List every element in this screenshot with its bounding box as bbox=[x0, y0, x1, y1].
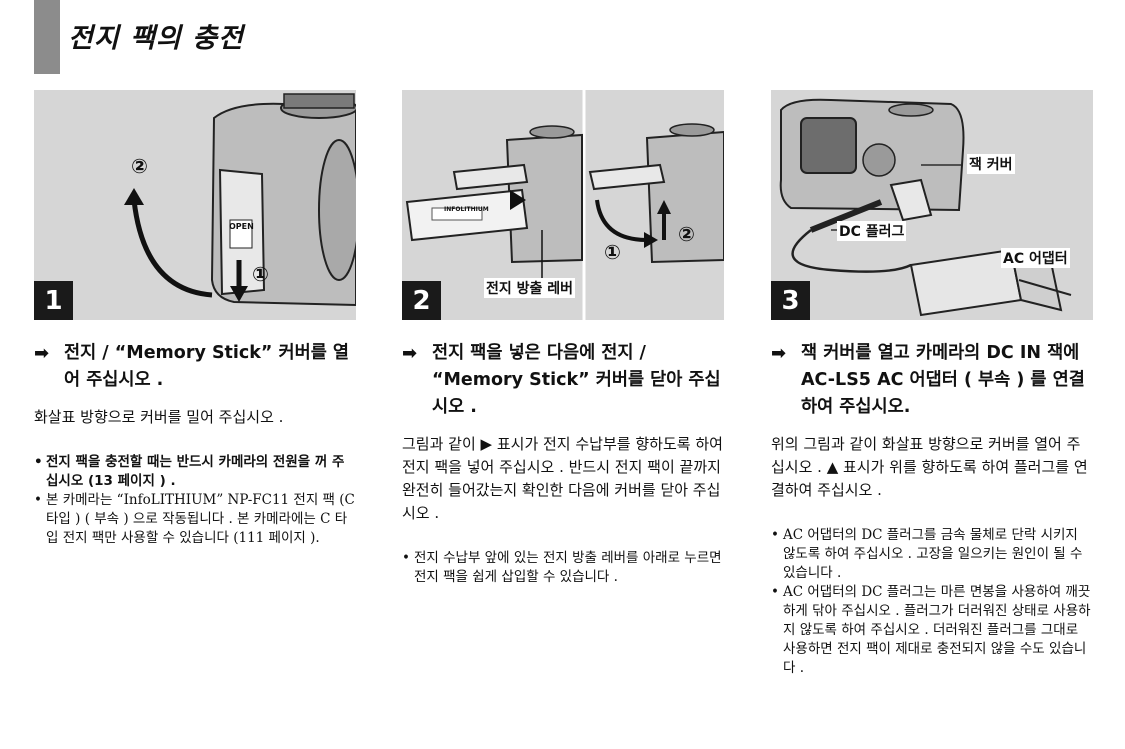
circled-1-marker: ① bbox=[604, 240, 621, 264]
ac-adapter-label: AC 어댑터 bbox=[1001, 248, 1070, 268]
step-heading-text: 잭 커버를 열고 카메라의 DC IN 잭에 AC-LS5 AC 어댑터 ( 부… bbox=[801, 343, 1085, 417]
step-number-badge: 1 bbox=[34, 281, 73, 320]
open-label: OPEN bbox=[229, 222, 254, 231]
step-3-body: 위의 그림과 같이 화살표 방향으로 커버를 열어 주십시오 . ▲ 표시가 위… bbox=[771, 435, 1088, 499]
step-3-illustration: 잭 커버 DC 플러그 AC 어댑터 3 bbox=[771, 90, 1093, 320]
step-3-notes: •AC 어댑터의 DC 플러그를 금속 물체로 단락 시키지 않도록 하여 주십… bbox=[771, 526, 1093, 678]
page-title: 전지 팩의 충전 bbox=[68, 23, 244, 54]
note-item: •전지 수납부 앞에 있는 전지 방출 레버를 아래로 누르면 전지 팩을 쉽게… bbox=[402, 550, 722, 585]
circled-1-marker: ① bbox=[252, 262, 269, 286]
arrow-right-icon: ➡ bbox=[34, 343, 50, 364]
step-2-notes: •전지 수납부 앞에 있는 전지 방출 레버를 아래로 누르면 전지 팩을 쉽게… bbox=[402, 549, 724, 587]
step-2-body: 그림과 같이 ▶ 표시가 전지 수납부를 향하도록 하여 전지 팩을 넣어 주십… bbox=[402, 435, 723, 522]
step-2-column: ① ② INFOLITHIUM 전지 방출 레버 2 ➡ 전지 팩을 넣은 다음… bbox=[402, 90, 724, 587]
note-item: •AC 어댑터의 DC 플러그를 금속 물체로 단락 시키지 않도록 하여 주십… bbox=[771, 527, 1083, 581]
arrow-right-icon: ➡ bbox=[771, 343, 787, 364]
battery-release-lever-label: 전지 방출 레버 bbox=[484, 278, 576, 298]
dc-plug-label: DC 플러그 bbox=[837, 221, 907, 241]
step-2-illustration: ① ② INFOLITHIUM 전지 방출 레버 2 bbox=[402, 90, 724, 320]
step-heading-text: 전지 / “Memory Stick” 커버를 열어 주십시오 . bbox=[64, 343, 350, 390]
step-heading-text: 전지 팩을 넣은 다음에 전지 / “Memory Stick” 커버를 닫아 … bbox=[432, 343, 721, 417]
step-number-badge: 2 bbox=[402, 281, 441, 320]
note-item: •AC 어댑터의 DC 플러그는 마른 면봉을 사용하여 깨끗하게 닦아 주십시… bbox=[771, 584, 1091, 676]
ac-adapter-connection-drawing bbox=[771, 90, 1093, 320]
step-1-notes: •전지 팩을 충전할 때는 반드시 카메라의 전원을 꺼 주십시오 (13 페이… bbox=[34, 453, 356, 548]
battery-brand-label: INFOLITHIUM bbox=[444, 206, 489, 213]
step-3-heading: ➡ 잭 커버를 열고 카메라의 DC IN 잭에 AC-LS5 AC 어댑터 (… bbox=[771, 340, 1093, 421]
note-item: •전지 팩을 충전할 때는 반드시 카메라의 전원을 꺼 주십시오 (13 페이… bbox=[34, 454, 345, 489]
step-3-column: 잭 커버 DC 플러그 AC 어댑터 3 ➡ 잭 커버를 열고 카메라의 DC … bbox=[771, 90, 1093, 678]
note-item: •본 카메라는 “InfoLITHIUM” NP-FC11 전지 팩 (C 타입… bbox=[34, 492, 355, 546]
circled-2-marker: ② bbox=[678, 222, 695, 246]
step-2-heading: ➡ 전지 팩을 넣은 다음에 전지 / “Memory Stick” 커버를 닫… bbox=[402, 340, 724, 421]
jack-cover-label: 잭 커버 bbox=[967, 154, 1015, 174]
step-number-badge: 3 bbox=[771, 281, 810, 320]
step-1-body: 화살표 방향으로 커버를 밀어 주십시오 . bbox=[34, 408, 284, 426]
step-1-column: ② ① OPEN 1 ➡ 전지 / “Memory Stick” 커버를 열어 … bbox=[34, 90, 356, 548]
camera-battery-cover-drawing bbox=[34, 90, 356, 320]
step-1-heading: ➡ 전지 / “Memory Stick” 커버를 열어 주십시오 . bbox=[34, 340, 356, 394]
step-1-illustration: ② ① OPEN 1 bbox=[34, 90, 356, 320]
arrow-right-icon: ➡ bbox=[402, 343, 418, 364]
circled-2-marker: ② bbox=[131, 154, 148, 178]
title-accent-bar bbox=[34, 0, 60, 74]
